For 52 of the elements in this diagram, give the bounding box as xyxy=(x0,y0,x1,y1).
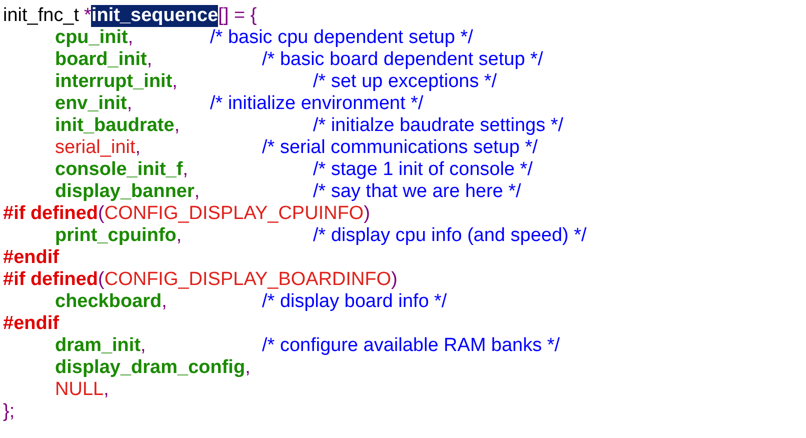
code-comment: /* stage 1 init of console */ xyxy=(313,159,533,181)
highlighted-identifier: init_sequence xyxy=(91,5,218,27)
function-name: interrupt_init xyxy=(55,71,172,93)
punctuation: [] = { xyxy=(218,5,257,27)
code-comment: /* basic cpu dependent setup */ xyxy=(210,27,474,49)
code-comment: /* configure available RAM banks */ xyxy=(262,335,560,357)
code-comment: /* say that we are here */ xyxy=(313,181,522,203)
null-constant: NULL xyxy=(55,379,104,401)
code-comment: /* set up exceptions */ xyxy=(313,71,497,93)
punctuation: ) xyxy=(391,269,398,291)
function-name: init_baudrate xyxy=(55,115,174,137)
function-name: checkboard xyxy=(55,291,162,313)
code-comment: /* basic board dependent setup */ xyxy=(262,49,543,71)
function-name: env_init xyxy=(55,93,127,115)
function-name: display_banner xyxy=(55,181,194,203)
code-comment: /* initialize environment */ xyxy=(210,93,424,115)
punctuation: , xyxy=(128,27,134,49)
function-name: dram_init xyxy=(55,335,141,357)
preprocessor-directive: #if defined xyxy=(3,269,98,291)
function-name: console_init_f xyxy=(55,159,183,181)
punctuation: , xyxy=(104,379,109,401)
function-name: display_dram_config xyxy=(55,357,246,379)
punctuation: , xyxy=(146,49,152,71)
code-comment: /* display cpu info (and speed) */ xyxy=(313,225,587,247)
code-comment: /* display board info */ xyxy=(262,291,447,313)
punctuation: , xyxy=(245,357,250,379)
punctuation: , xyxy=(162,291,167,313)
preprocessor-directive: #if defined xyxy=(3,203,98,225)
punctuation: , xyxy=(172,71,178,93)
punctuation: , xyxy=(182,159,188,181)
punctuation: , xyxy=(194,181,200,203)
macro-name: CONFIG_DISPLAY_CPUINFO xyxy=(104,203,364,225)
macro-name: CONFIG_DISPLAY_BOARDINFO xyxy=(104,269,392,291)
punctuation: ( xyxy=(98,269,104,291)
preprocessor-directive: #endif xyxy=(3,313,59,335)
punctuation: , xyxy=(174,115,180,137)
punctuation: , xyxy=(140,335,146,357)
code-comment: /* serial communications setup */ xyxy=(262,137,538,159)
function-name: cpu_init xyxy=(55,27,128,49)
function-name: serial_init xyxy=(55,137,136,159)
punctuation: * xyxy=(84,5,92,27)
code-comment: /* initialze baudrate settings */ xyxy=(313,115,564,137)
function-name: board_init xyxy=(55,49,147,71)
punctuation: ) xyxy=(364,203,370,225)
punctuation: , xyxy=(135,137,141,159)
punctuation: , xyxy=(126,93,132,115)
punctuation: }; xyxy=(3,401,15,423)
type-name: init_fnc_t xyxy=(3,5,80,27)
punctuation: , xyxy=(176,225,182,247)
punctuation: ( xyxy=(98,203,104,225)
function-name: print_cpuinfo xyxy=(55,225,176,247)
preprocessor-directive: #endif xyxy=(3,247,59,269)
